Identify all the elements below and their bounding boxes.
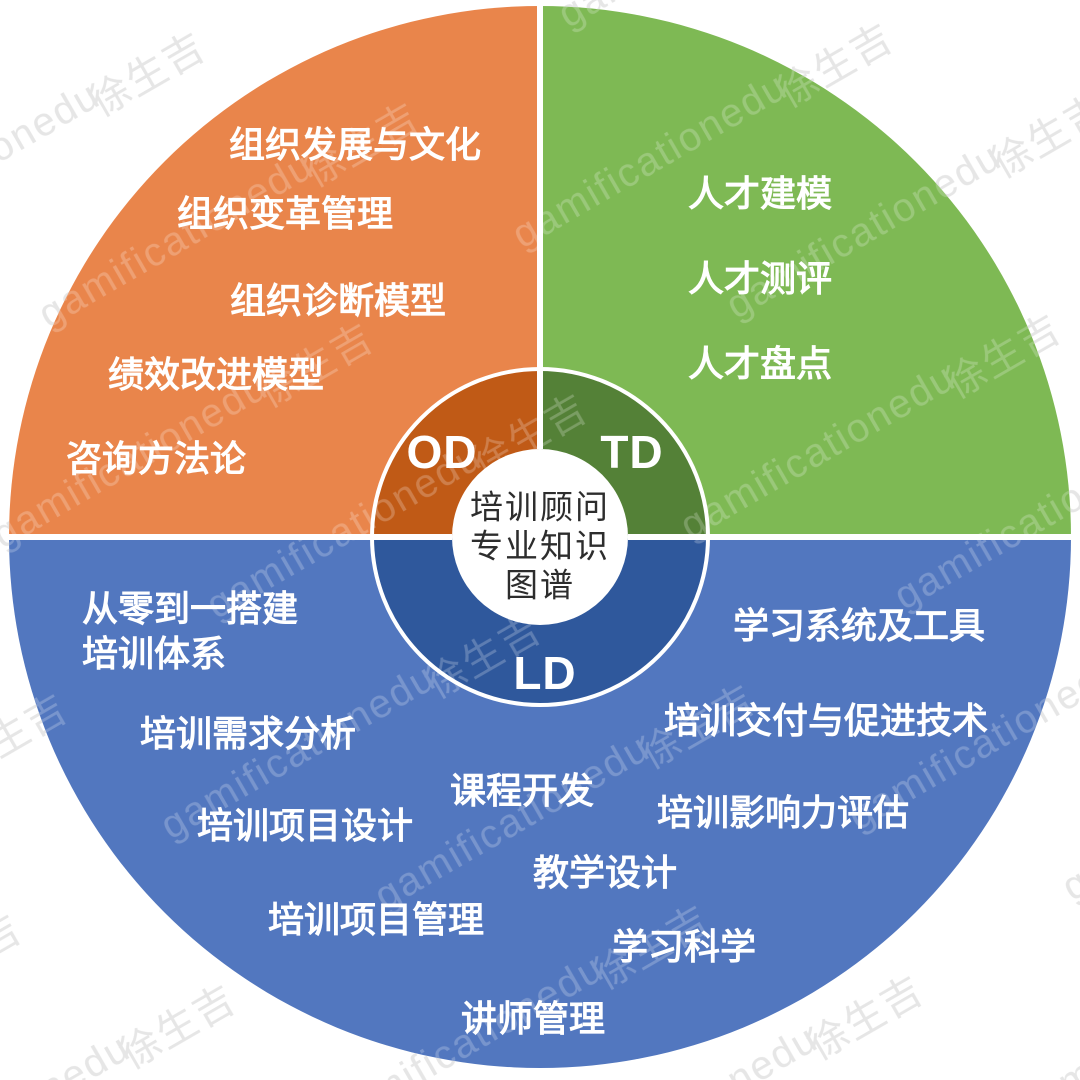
td-outer-sector (540, 6, 1071, 537)
ld-outer-sector (9, 537, 1071, 1068)
center-circle (452, 449, 628, 625)
od-outer-sector (9, 6, 540, 537)
